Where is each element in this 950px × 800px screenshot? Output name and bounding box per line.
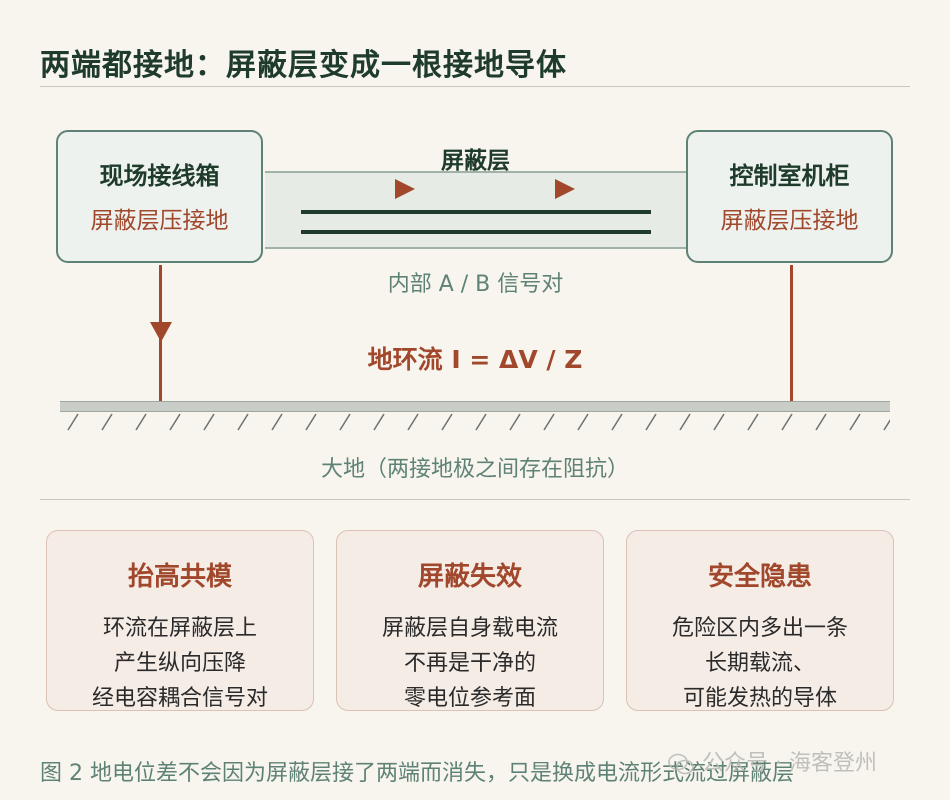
- card-line: 环流在屏蔽层上: [102, 616, 257, 641]
- signal-wire-b: [301, 230, 651, 234]
- earth-label: 大地（两接地极之间存在阻抗）: [320, 457, 629, 482]
- middle-divider: [40, 499, 910, 500]
- card-line: 经电容耦合信号对: [91, 686, 268, 711]
- right-ground-lead: [790, 265, 793, 402]
- card-title: 屏蔽失效: [417, 562, 522, 592]
- ground-loop-label: 地环流 I = ΔV / Z: [367, 345, 583, 374]
- signal-wire-a: [301, 210, 651, 214]
- card-line: 产生纵向压降: [113, 651, 246, 676]
- figure-caption: 图 2 地电位差不会因为屏蔽层接了两端而消失，只是换成电流形式流过屏蔽层: [40, 761, 794, 786]
- card-line: 不再是干净的: [403, 651, 536, 676]
- card-line: 可能发热的导体: [682, 686, 837, 711]
- chat-bubble-icon: [668, 753, 694, 775]
- effect-card-shield-failure: 屏蔽失效 屏蔽层自身载电流 不再是干净的 零电位参考面: [336, 530, 604, 711]
- effect-card-safety-hazard: 安全隐患 危险区内多出一条 长期载流、 可能发热的导体: [626, 530, 894, 711]
- control-cabinet-name: 控制室机柜: [729, 162, 850, 190]
- field-junction-box-sub: 屏蔽层压接地: [90, 208, 229, 234]
- control-cabinet-box: 控制室机柜 屏蔽层压接地: [686, 130, 893, 263]
- card-title: 抬高共模: [127, 562, 232, 592]
- down-arrow-icon: [150, 322, 172, 342]
- card-title: 安全隐患: [707, 562, 812, 592]
- earth-ground-bar: [60, 401, 890, 412]
- watermark-text: 公众号 · 海客登州: [702, 751, 877, 776]
- card-line: 屏蔽层自身载电流: [381, 616, 558, 641]
- card-line: 零电位参考面: [403, 686, 536, 711]
- field-junction-box-name: 现场接线箱: [99, 162, 220, 190]
- field-junction-box: 现场接线箱 屏蔽层压接地: [56, 130, 263, 263]
- card-line: 长期载流、: [704, 651, 815, 676]
- signal-pair-label: 内部 A / B 信号对: [387, 272, 564, 297]
- card-line: 危险区内多出一条: [671, 616, 848, 641]
- effect-card-common-mode: 抬高共模 环流在屏蔽层上 产生纵向压降 经电容耦合信号对: [46, 530, 314, 711]
- watermark: 公众号 · 海客登州: [668, 745, 877, 777]
- ground-hatch-icon: [67, 413, 890, 431]
- current-arrow-icon: [395, 179, 415, 199]
- shield-label: 屏蔽层: [441, 148, 510, 174]
- diagram-title: 两端都接地：屏蔽层变成一根接地导体: [40, 48, 567, 83]
- current-arrow-icon: [555, 179, 575, 199]
- top-divider: [40, 86, 910, 87]
- control-cabinet-sub: 屏蔽层压接地: [720, 208, 859, 234]
